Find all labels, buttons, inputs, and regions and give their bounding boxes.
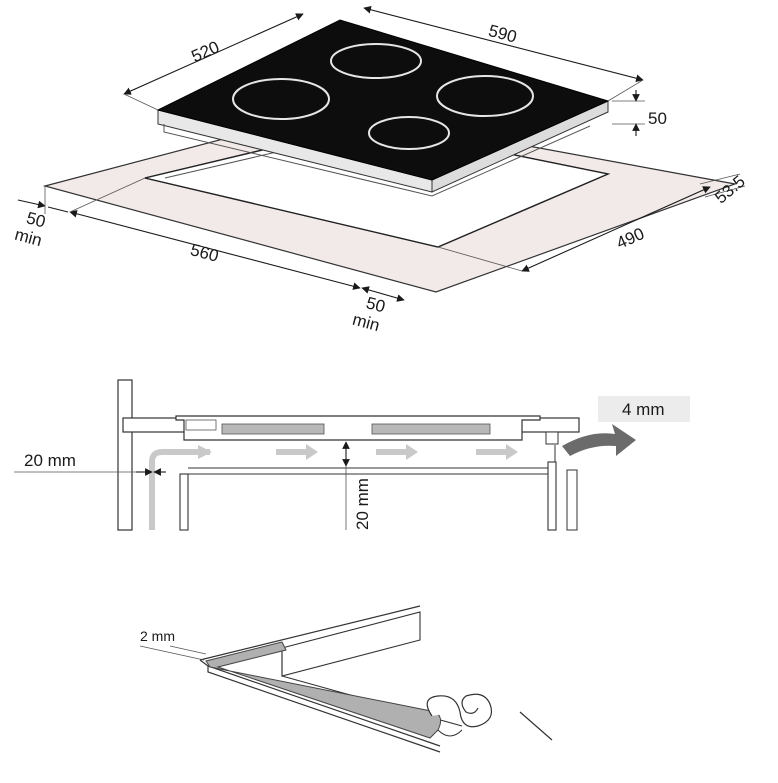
hob-element-left bbox=[221, 423, 325, 435]
hob-depth-label: 520 bbox=[188, 37, 222, 66]
seal-thickness-label: 2 mm bbox=[140, 628, 175, 644]
gap-label: 4 mm bbox=[622, 400, 665, 419]
seal-worktop bbox=[199, 605, 553, 753]
cabinet-side-left bbox=[179, 473, 189, 531]
cooking-zone-front bbox=[368, 116, 450, 150]
cutout-width-label: 560 bbox=[188, 240, 220, 266]
section-view: 4 mm 20 mm 20 mm bbox=[14, 379, 690, 531]
seal-view: 2 mm bbox=[139, 605, 553, 753]
back-wall bbox=[117, 379, 133, 531]
front-clearance-value: 50 bbox=[364, 293, 387, 316]
dim-hob-height: 50 bbox=[612, 90, 667, 136]
dim-left-clearance: 50 min bbox=[13, 186, 69, 250]
top-view: 520 590 50 53.5 490 bbox=[13, 6, 749, 335]
hob-element-right bbox=[371, 423, 491, 435]
gap-label-box bbox=[598, 396, 690, 422]
airflow-arrows bbox=[198, 444, 518, 460]
seal-tape-roll bbox=[426, 693, 493, 728]
dim-front-clearance: 50 min bbox=[350, 286, 405, 335]
cabinet-side-right bbox=[547, 461, 557, 531]
front-gap-label: 53.5 bbox=[711, 172, 749, 208]
hob-width-label: 590 bbox=[487, 21, 519, 47]
airflow-path bbox=[149, 449, 210, 530]
hob-height-label: 50 bbox=[648, 109, 667, 128]
left-clearance-value: 50 bbox=[24, 208, 47, 231]
outlet-arrow bbox=[562, 424, 636, 456]
wall-clearance-label: 20 mm bbox=[24, 451, 76, 470]
vertical-clearance-label: 20 mm bbox=[353, 478, 372, 530]
